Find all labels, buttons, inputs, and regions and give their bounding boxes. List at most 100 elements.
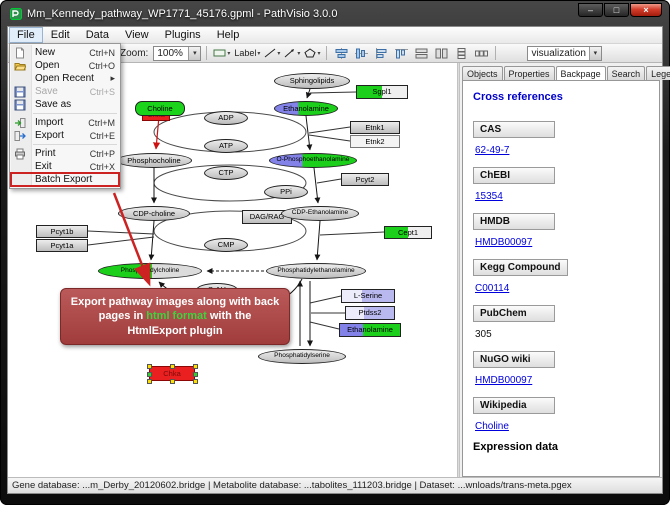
pathway-node-atp[interactable]: ATP: [204, 139, 248, 153]
chevron-down-icon[interactable]: ▾: [588, 46, 601, 60]
pathway-node-sphingolipids[interactable]: Sphingolipids: [274, 73, 350, 89]
titlebar[interactable]: Mm_Kennedy_pathway_WP1771_45176.gpml - P…: [10, 4, 560, 23]
tab-legend[interactable]: Legend: [646, 66, 670, 80]
same-width-button[interactable]: [412, 45, 430, 62]
save-icon: [14, 86, 33, 98]
pathway-node-etnk1[interactable]: Etnk1: [350, 121, 400, 134]
selection-handle[interactable]: [193, 364, 198, 369]
close-button[interactable]: ×: [630, 3, 662, 17]
tab-objects[interactable]: Objects: [462, 66, 503, 80]
pathway-node-ctp[interactable]: CTP: [204, 166, 248, 180]
pathway-node-chka-2[interactable]: Chka: [147, 364, 198, 384]
visualization-combobox[interactable]: visualization ▾: [527, 45, 602, 61]
backpage-link[interactable]: C00114: [475, 283, 510, 294]
zoom-combobox[interactable]: 100% ▾: [153, 45, 202, 61]
stack-vertical-button[interactable]: [452, 45, 470, 62]
selection-handle[interactable]: [170, 379, 175, 384]
stack-horizontal-button[interactable]: [472, 45, 490, 62]
pathway-node-cdp-ethanolamine[interactable]: CDP-Ethanolamine: [281, 206, 359, 221]
pathway-node-dag[interactable]: DAG/RAG: [242, 210, 292, 224]
menubar: File Edit Data View Plugins Help: [8, 27, 662, 44]
same-height-icon: [435, 48, 448, 58]
file-menu-item-save-as[interactable]: Save as: [11, 98, 119, 111]
new-icon: [14, 47, 33, 59]
selection-handle[interactable]: [147, 379, 152, 384]
menubar-item-view[interactable]: View: [124, 29, 149, 41]
pathway-node-ppi[interactable]: PPi: [264, 185, 308, 199]
menubar-item-data[interactable]: Data: [85, 29, 109, 41]
pathway-node-cmp[interactable]: CMP: [204, 238, 248, 252]
minimize-button[interactable]: –: [578, 3, 603, 17]
window-controls: – □ ×: [578, 3, 662, 17]
chevron-down-icon: ▾: [317, 50, 321, 57]
backpage-link[interactable]: 62-49-7: [475, 145, 510, 156]
tab-properties[interactable]: Properties: [503, 66, 555, 80]
pathway-node-adp[interactable]: ADP: [204, 111, 248, 125]
align-center-vertical-button[interactable]: [352, 45, 370, 62]
annotation-callout: Export pathway images along with back pa…: [60, 288, 290, 345]
menubar-item-file[interactable]: File: [9, 27, 43, 43]
tab-search[interactable]: Search: [606, 66, 646, 80]
pathway-node-etnk2[interactable]: Etnk2: [350, 135, 400, 148]
same-height-button[interactable]: [432, 45, 450, 62]
pathway-node-ptdss2[interactable]: Ptdss2: [345, 306, 395, 320]
pathway-node-pcyt2[interactable]: Pcyt2: [341, 173, 389, 186]
align-top-button[interactable]: [392, 45, 410, 62]
selection-handle[interactable]: [147, 364, 152, 369]
pathway-node-ethanolamine-2[interactable]: Ethanolamine: [339, 323, 401, 337]
selection-handle[interactable]: [193, 371, 198, 377]
pathway-node-pcyt1a[interactable]: Pcyt1a: [36, 239, 88, 252]
pathway-node-phosphatidylethanolamine[interactable]: Phosphatidylethanolamine: [266, 263, 366, 279]
stack-vertical-icon: [457, 47, 466, 59]
selection-handle[interactable]: [170, 364, 175, 369]
new-line-button[interactable]: ▾: [263, 45, 281, 62]
tab-backpage[interactable]: Backpage: [555, 66, 606, 81]
selection-handle[interactable]: [193, 379, 198, 384]
backpage-link[interactable]: Choline: [475, 421, 509, 432]
pathway-node-pcyt1b[interactable]: Pcyt1b: [36, 225, 88, 238]
save-icon: [14, 99, 33, 111]
align-center-horizontal-button[interactable]: [332, 45, 350, 62]
selection-handle[interactable]: [147, 371, 152, 377]
pathway-node-phosphatidylcholine[interactable]: Phosphatidylcholine: [98, 263, 202, 279]
pathway-node-sgpl1[interactable]: Sgpl1: [356, 85, 408, 99]
stack-horizontal-icon: [474, 50, 488, 56]
maximize-button[interactable]: □: [604, 3, 629, 17]
chevron-down-icon[interactable]: ▾: [188, 46, 201, 60]
pathway-node-phosphatidylserine[interactable]: Phosphatidylserine: [258, 349, 346, 364]
new-shape-button[interactable]: ▾: [303, 45, 321, 62]
menubar-item-plugins[interactable]: Plugins: [164, 29, 201, 41]
new-arrow-button[interactable]: ▾: [283, 45, 301, 62]
pathway-node-choline[interactable]: Choline: [135, 101, 185, 116]
pathway-node-cdp-choline[interactable]: CDP-choline: [118, 206, 190, 221]
new-datanode-button[interactable]: ▾: [212, 45, 231, 62]
pathway-node-cept1[interactable]: Cept1: [384, 226, 432, 239]
file-menu-item-open-recent[interactable]: Open Recent▸: [11, 72, 119, 85]
file-menu-item-batch-export[interactable]: Batch Export: [10, 172, 120, 187]
backpage-link[interactable]: HMDB00097: [475, 375, 533, 386]
pathway-node-o-phosphoethanolamine[interactable]: O-Phosphoethanolamine: [269, 153, 357, 168]
backpage-link[interactable]: 15354: [475, 191, 503, 202]
panel-splitter[interactable]: [457, 63, 460, 479]
new-label-button[interactable]: Label▾: [233, 45, 261, 62]
pathway-node-phosphocholine[interactable]: Phosphocholine: [116, 153, 192, 168]
backpage-link[interactable]: HMDB00097: [475, 237, 533, 248]
backpage-footer: Expression data: [473, 441, 558, 453]
chevron-down-icon: ▾: [227, 50, 231, 57]
menubar-item-help[interactable]: Help: [216, 29, 240, 41]
menubar-item-edit[interactable]: Edit: [50, 29, 70, 41]
visualization-value: visualization: [531, 47, 586, 59]
pathway-node-l-serine[interactable]: L-Serine: [341, 289, 395, 303]
pathway-node-ethanolamine[interactable]: Ethanolamine: [274, 101, 338, 116]
same-width-icon: [415, 48, 428, 58]
align-left-button[interactable]: [372, 45, 390, 62]
export-icon: [14, 130, 33, 142]
